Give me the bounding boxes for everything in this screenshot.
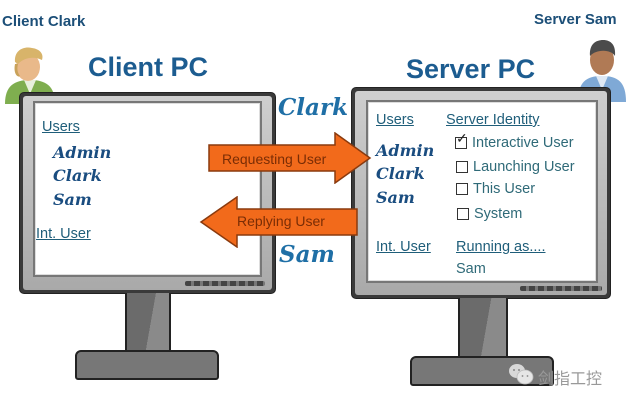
- identity-option-label: Interactive User: [472, 135, 574, 151]
- identity-option-interactive-user[interactable]: ✓ Interactive User: [455, 131, 574, 151]
- running-as-value: Sam: [456, 261, 486, 277]
- running-as-link[interactable]: Running as....: [456, 239, 546, 255]
- client-pc-title: Client PC: [88, 52, 209, 82]
- server-user-admin[interactable]: Admin: [376, 141, 435, 160]
- identity-option-this-user[interactable]: This User: [456, 181, 535, 197]
- client-person-label: Client Clark: [2, 13, 86, 30]
- server-pc-title: Server PC: [406, 54, 536, 84]
- server-user-clark[interactable]: Clark: [376, 164, 425, 183]
- request-user-name: Clark: [278, 94, 348, 121]
- reply-user-name: Sam: [279, 241, 335, 268]
- identity-option-label: Launching User: [473, 159, 575, 175]
- client-user-clark[interactable]: Clark: [53, 166, 102, 185]
- identity-option-label: This User: [473, 181, 536, 197]
- request-arrow-icon: [208, 132, 372, 184]
- client-int-user-link[interactable]: Int. User: [36, 226, 91, 242]
- client-user-admin[interactable]: Admin: [53, 143, 112, 162]
- checkbox-empty-icon[interactable]: [456, 161, 468, 173]
- wechat-icon: [509, 364, 534, 385]
- server-int-user-link[interactable]: Int. User: [376, 239, 431, 255]
- client-users-link[interactable]: Users: [42, 119, 80, 135]
- request-arrow-label: Requesting User: [222, 151, 327, 167]
- client-user-sam[interactable]: Sam: [53, 190, 92, 209]
- reply-arrow-icon: [199, 196, 358, 248]
- watermark-text: 剑指工控: [538, 371, 603, 388]
- server-user-sam[interactable]: Sam: [376, 188, 415, 207]
- server-person-label: Server Sam: [534, 11, 617, 28]
- identity-option-launching-user[interactable]: Launching User: [456, 159, 575, 175]
- checkbox-empty-icon[interactable]: [456, 183, 468, 195]
- checkbox-checked-icon[interactable]: ✓: [455, 131, 468, 149]
- server-users-link[interactable]: Users: [376, 112, 414, 128]
- server-identity-link[interactable]: Server Identity: [446, 112, 540, 128]
- checkbox-empty-icon[interactable]: [457, 208, 469, 220]
- client-user-avatar-icon: [5, 47, 55, 104]
- reply-arrow-label: Replying User: [237, 213, 325, 229]
- identity-option-label: System: [474, 206, 523, 222]
- identity-option-system[interactable]: System: [457, 206, 522, 222]
